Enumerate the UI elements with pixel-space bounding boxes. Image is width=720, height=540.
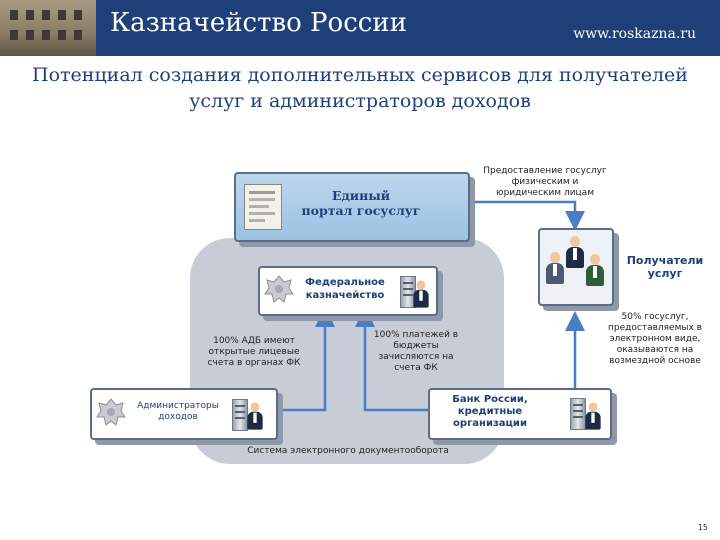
annotation-line: 100% платежей в	[373, 330, 459, 340]
document-icon	[244, 184, 282, 230]
header-url[interactable]: www.roskazna.ru	[573, 26, 696, 42]
treasury-label-line2: казначейство	[305, 290, 385, 301]
page-number: 15	[697, 523, 708, 532]
administrators-box: Администраторы доходов	[90, 388, 278, 440]
slide-title-line1: Потенциал создания дополнительных сервис…	[32, 64, 688, 86]
person-icon	[585, 402, 601, 430]
slide-title: Потенциал создания дополнительных сервис…	[0, 62, 720, 114]
coat-of-arms-icon	[96, 398, 126, 426]
annotation-line: возмездной основе	[609, 356, 701, 366]
recipients-label-line2: услуг	[647, 267, 683, 280]
portal-label-line1: Единый	[331, 188, 391, 203]
annotation-paid-services: 50% госуслуг, предоставляемых в электрон…	[594, 312, 716, 367]
header-title: Казначейство России	[110, 8, 407, 38]
server-icon	[570, 398, 586, 430]
annotation-gov-services: Предоставление госуслуг физическим и юри…	[470, 166, 620, 199]
recipients-label: Получатели услуг	[620, 254, 710, 280]
server-icon	[232, 399, 248, 431]
annotation-adb-accounts: 100% АДБ имеют открытые лицевые счета в …	[198, 336, 310, 369]
person-icon	[413, 280, 429, 308]
treasury-label-line1: Федеральное	[305, 277, 385, 288]
annotation-line: Предоставление госуслуг	[483, 166, 607, 176]
annotation-line: бюджеты	[393, 341, 439, 351]
administrators-label-line1: Администраторы	[137, 401, 219, 411]
annotation-payments: 100% платежей в бюджеты зачисляются на с…	[364, 330, 468, 374]
edo-system-label: Система электронного документооборота	[247, 446, 449, 456]
portal-box: Единый портал госуслуг	[234, 172, 470, 242]
arrow-banks-to-treasury	[355, 307, 428, 412]
person-icon	[247, 402, 263, 430]
annotation-line: оказываются на	[616, 345, 694, 355]
banks-label-line1: Банк России,	[452, 394, 528, 405]
recipients-label-line1: Получатели	[626, 254, 704, 267]
header-bar: Казначейство России www.roskazna.ru	[0, 0, 720, 56]
banks-label-line3: организации	[453, 418, 527, 429]
annotation-line: счета в органах ФК	[207, 358, 301, 368]
annotation-line: предоставляемых в	[608, 323, 702, 333]
banks-box: Банк России, кредитные организации	[428, 388, 612, 440]
annotation-line: физическим и	[511, 177, 579, 187]
portal-label-line2: портал госуслуг	[301, 203, 421, 218]
annotation-line: счета ФК	[394, 363, 438, 373]
arrow-admins-to-treasury	[278, 307, 335, 412]
slide-title-line2: услуг и администраторов доходов	[189, 90, 531, 112]
administrators-label-line2: доходов	[158, 412, 198, 422]
treasury-box: Федеральное казначейство	[258, 266, 438, 316]
arrow-portal-to-recipients	[470, 200, 585, 231]
person-icon	[566, 236, 584, 268]
annotation-line: открытые лицевые	[208, 347, 300, 357]
annotation-line: электронном виде,	[609, 334, 701, 344]
coat-of-arms-icon	[264, 275, 294, 303]
annotation-line: юридическим лицам	[496, 188, 594, 198]
annotation-line: зачисляются на	[378, 352, 454, 362]
person-icon	[586, 254, 604, 286]
banks-label-line2: кредитные	[457, 406, 523, 417]
building-photo	[0, 0, 96, 56]
annotation-line: 100% АДБ имеют	[213, 336, 295, 346]
annotation-line: 50% госуслуг,	[621, 312, 689, 322]
recipients-box	[538, 228, 614, 306]
person-icon	[546, 252, 564, 284]
